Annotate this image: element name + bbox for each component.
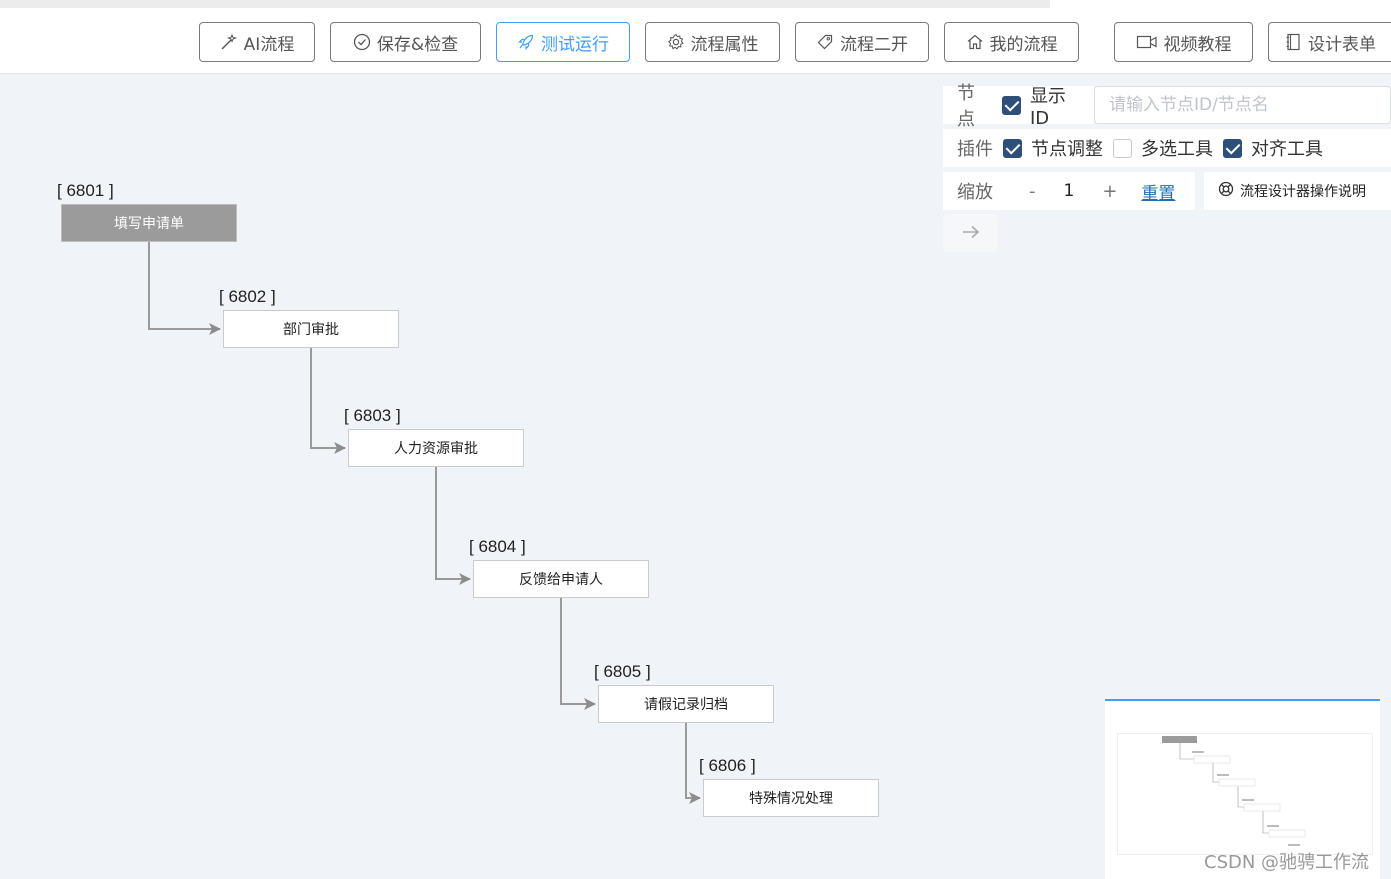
zoom-reset-link[interactable]: 重置	[1141, 183, 1176, 204]
node-search-input[interactable]	[1094, 86, 1391, 124]
multi-select-label: 多选工具	[1141, 139, 1213, 160]
flow-node-6802[interactable]: 部门审批	[223, 310, 399, 348]
flow-connectors	[148, 242, 701, 804]
minimap-flow-preview	[1162, 736, 1306, 846]
plugin-row: 插件 节点调整 多选工具 对齐工具	[943, 129, 1391, 167]
flow-properties-label: 流程属性	[690, 34, 759, 55]
connector-6803-6804	[435, 467, 471, 585]
node-id-6803: [ 6803 ]	[344, 406, 401, 425]
node-adjust-label: 节点调整	[1031, 139, 1103, 160]
zoom-row: 缩放 - 1 + 重置	[943, 172, 1195, 210]
arrow-right-icon	[962, 224, 980, 243]
check-circle-icon	[353, 33, 371, 51]
multi-select-checkbox[interactable]	[1113, 138, 1132, 158]
connector-6804-6805	[560, 598, 596, 710]
rocket-icon	[517, 33, 535, 51]
my-flows-label: 我的流程	[989, 34, 1058, 55]
collapse-panel-button[interactable]	[943, 214, 998, 252]
node-adjust-checkbox[interactable]	[1003, 138, 1022, 158]
designer-help-label: 流程设计器操作说明	[1240, 184, 1366, 200]
show-id-label: 显示ID	[1029, 85, 1066, 129]
video-icon	[1136, 33, 1158, 51]
flow-node-6804[interactable]: 反馈给申请人	[473, 560, 649, 598]
node-id-6806: [ 6806 ]	[699, 756, 756, 775]
minimap[interactable]	[1105, 699, 1380, 879]
test-run-label: 测试运行	[541, 34, 609, 55]
plugin-label: 插件	[957, 139, 993, 160]
lifebuoy-icon	[1218, 181, 1234, 201]
minimap-viewport[interactable]	[1117, 733, 1373, 855]
node-id-6801: [ 6801 ]	[57, 181, 114, 200]
flow-properties-button[interactable]: 流程属性	[645, 22, 780, 62]
design-form-label: 设计表单	[1308, 34, 1376, 55]
node-label: 节点	[957, 83, 975, 130]
my-flows-button[interactable]: 我的流程	[944, 22, 1079, 62]
horizontal-scrollbar[interactable]	[0, 0, 1050, 8]
connector-6801-6802	[148, 242, 221, 335]
ai-flow-button[interactable]: AI流程	[199, 22, 315, 62]
zoom-out-button[interactable]: -	[1029, 180, 1036, 202]
designer-help-button[interactable]: 流程设计器操作说明	[1204, 172, 1391, 210]
align-tool-label: 对齐工具	[1251, 139, 1323, 160]
test-run-button[interactable]: 测试运行	[496, 22, 630, 62]
gear-icon	[667, 33, 685, 51]
home-icon	[966, 33, 984, 51]
flow-extend-button[interactable]: 流程二开	[795, 22, 929, 62]
align-tool-checkbox[interactable]	[1223, 138, 1242, 158]
flow-node-6806[interactable]: 特殊情况处理	[703, 779, 879, 817]
connector-6802-6803	[310, 348, 346, 454]
video-tutorial-button[interactable]: 视频教程	[1114, 22, 1253, 62]
flow-extend-label: 流程二开	[840, 34, 908, 55]
node-id-6802: [ 6802 ]	[219, 287, 276, 306]
save-check-label: 保存&检查	[376, 34, 459, 55]
magic-wand-icon	[220, 33, 238, 51]
flow-node-6805[interactable]: 请假记录归档	[598, 685, 774, 723]
show-id-checkbox[interactable]	[1002, 95, 1021, 115]
flow-node-6801[interactable]: 填写申请单	[61, 204, 237, 242]
notebook-icon	[1284, 33, 1302, 51]
zoom-value: 1	[1063, 181, 1075, 201]
top-scroll-strip	[0, 0, 1391, 12]
watermark: CSDN @驰骋工作流	[1204, 852, 1370, 873]
zoom-label: 缩放	[957, 182, 993, 203]
node-display-row: 节点 显示ID	[943, 83, 1094, 130]
save-check-button[interactable]: 保存&检查	[330, 22, 481, 62]
ai-flow-label: AI流程	[243, 34, 295, 55]
flow-node-6803[interactable]: 人力资源审批	[348, 429, 524, 467]
zoom-in-button[interactable]: +	[1102, 180, 1118, 202]
tag-icon	[816, 33, 834, 51]
node-id-6804: [ 6804 ]	[469, 537, 526, 556]
flow-canvas[interactable]: [ 6801 ] 填写申请单 [ 6802 ] 部门审批 [ 6803 ] 人力…	[0, 74, 1391, 879]
connector-6805-6806	[685, 723, 701, 804]
video-tutorial-label: 视频教程	[1163, 34, 1232, 55]
node-id-6805: [ 6805 ]	[594, 662, 651, 681]
toolbar: AI流程 保存&检查 测试运行 流程属性 流程二开 我的流程 视频教程	[0, 12, 1391, 74]
design-form-button[interactable]: 设计表单	[1268, 22, 1391, 62]
